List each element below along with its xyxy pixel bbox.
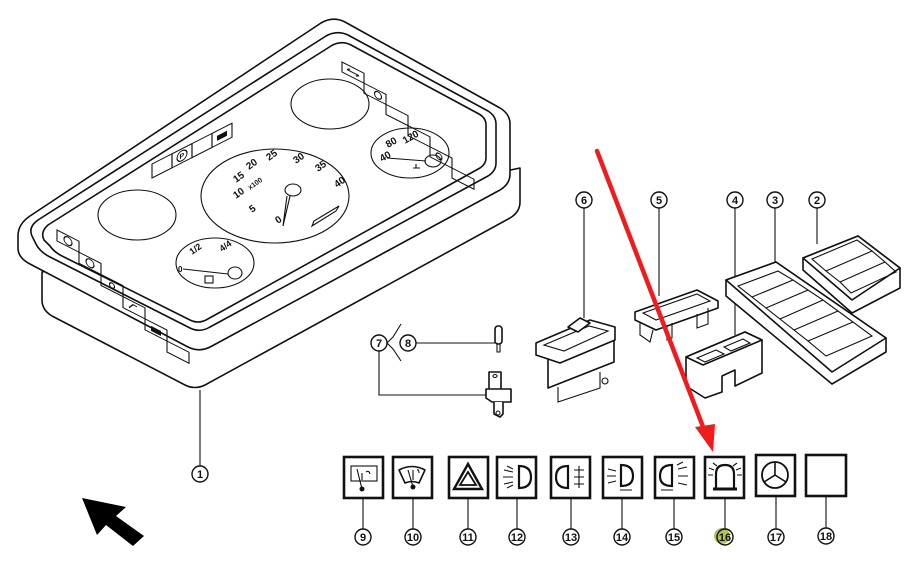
svg-text:9: 9 xyxy=(360,532,366,544)
oil-icon xyxy=(128,304,137,309)
tacho-hub xyxy=(284,183,302,197)
bulb-holder-part xyxy=(485,371,512,418)
parking-brake-icon xyxy=(176,149,188,162)
callout-10: 10 xyxy=(404,528,422,546)
tacho-label-0: 0 xyxy=(273,214,284,226)
symbol-14[interactable]: 14 xyxy=(601,455,644,546)
six-slot-cover-part xyxy=(725,261,887,385)
battery-icon xyxy=(217,130,227,141)
callout-18: 18 xyxy=(817,527,835,545)
blank-gauge-left xyxy=(97,189,177,241)
blank-indicator xyxy=(166,340,190,365)
battery-icon xyxy=(151,325,161,336)
symbol-18[interactable]: 18 xyxy=(804,453,848,545)
svg-text:5: 5 xyxy=(656,195,662,207)
front-fog-light-icon xyxy=(607,463,635,491)
leader-7 xyxy=(378,351,488,396)
tacho-label-5: 5 xyxy=(247,203,258,215)
tacho-needle xyxy=(282,195,291,227)
blank-icon xyxy=(804,453,848,498)
symbol-13[interactable]: 13 xyxy=(549,455,592,546)
callout-13: 13 xyxy=(562,528,580,546)
callout-9: 9 xyxy=(354,528,372,546)
callout-5[interactable]: 5 xyxy=(650,191,668,209)
annotation-arrow xyxy=(594,148,715,452)
symbol-11[interactable]: 11 xyxy=(447,455,490,546)
symbol-16[interactable]: 16 xyxy=(703,455,746,546)
svg-text:P: P xyxy=(180,151,185,162)
windshield-wiper-icon xyxy=(398,465,426,490)
glow-plug-icon xyxy=(435,152,443,161)
headlight-icon xyxy=(503,464,533,490)
svg-text:3: 3 xyxy=(772,195,778,207)
brake-warning-icon xyxy=(63,235,73,247)
callout-16: 16 xyxy=(716,528,734,546)
work-light-icon xyxy=(658,461,688,491)
symbol-10[interactable]: 10 xyxy=(391,455,434,546)
tacho-odometer xyxy=(310,205,340,228)
svg-text:4: 4 xyxy=(732,195,739,207)
callout-11: 11 xyxy=(459,528,477,546)
callout-7[interactable]: 7 xyxy=(370,334,388,352)
symbol-9[interactable]: 9 xyxy=(342,455,385,546)
symbol-15[interactable]: 15 xyxy=(653,455,696,546)
svg-text:12: 12 xyxy=(511,532,523,544)
blank-gauge-right xyxy=(290,78,370,130)
symbol-17[interactable]: 17 xyxy=(754,453,797,546)
callout-brace xyxy=(386,323,402,362)
hazard-warning-icon xyxy=(451,461,485,491)
callout-1[interactable]: 1 xyxy=(191,465,209,483)
right-indicator-strip xyxy=(341,61,475,191)
three-slot-cover-part xyxy=(802,235,901,314)
beacon-light-icon xyxy=(708,462,742,491)
top-indicator-strip: P xyxy=(151,122,233,179)
cluster-panel xyxy=(41,41,487,323)
direction-arrow-icon xyxy=(82,498,144,546)
svg-text:8: 8 xyxy=(405,338,411,350)
temp-label-80: 80 xyxy=(384,135,400,150)
callout-8[interactable]: 8 xyxy=(399,334,417,352)
double-switch-frame-part xyxy=(685,331,763,399)
mercedes-star-icon xyxy=(761,461,789,489)
svg-text:17: 17 xyxy=(770,532,782,544)
callout-14: 14 xyxy=(613,528,631,546)
svg-text:7: 7 xyxy=(376,338,382,350)
rear-wiper-icon xyxy=(350,465,378,492)
callout-6[interactable]: 6 xyxy=(575,191,593,209)
temp-label-40: 40 xyxy=(378,149,394,164)
svg-text:1: 1 xyxy=(197,469,203,481)
svg-text:2: 2 xyxy=(814,195,820,207)
svg-text:15: 15 xyxy=(668,532,680,544)
cluster-bezel xyxy=(17,18,511,351)
svg-text:14: 14 xyxy=(616,532,629,544)
rocker-switch-part xyxy=(535,317,616,403)
left-indicator-strip xyxy=(56,229,190,365)
turn-signal-icon xyxy=(346,68,360,77)
cluster-inner-frame xyxy=(30,31,497,332)
callout-3[interactable]: 3 xyxy=(766,191,784,209)
svg-text:6: 6 xyxy=(581,195,587,207)
switch-frame-part xyxy=(634,289,719,343)
callout-17: 17 xyxy=(767,528,785,546)
callout-15: 15 xyxy=(665,528,683,546)
fuel-label-0: 0 xyxy=(178,265,183,274)
light-icon xyxy=(108,282,116,289)
bulb-part xyxy=(494,325,503,353)
svg-text:18: 18 xyxy=(820,531,832,543)
instrument-cluster[interactable]: 0 5 10 15 20 25 30 35 40 x100 0 1/2 4/4 xyxy=(17,18,521,389)
rear-fog-light-icon xyxy=(554,464,584,490)
callout-2[interactable]: 2 xyxy=(808,191,826,209)
symbol-row: 9 10 xyxy=(342,453,848,546)
svg-text:10: 10 xyxy=(407,532,419,544)
callout-4[interactable]: 4 xyxy=(726,191,744,209)
svg-text:13: 13 xyxy=(565,532,577,544)
callout-12: 12 xyxy=(508,528,526,546)
high-beam-icon xyxy=(373,90,383,100)
svg-text:11: 11 xyxy=(462,532,474,544)
svg-text:16: 16 xyxy=(719,532,731,544)
fuel-gauge: 0 1/2 4/4 xyxy=(175,237,255,289)
symbol-12[interactable]: 12 xyxy=(495,455,538,546)
gear-icon xyxy=(85,258,95,269)
